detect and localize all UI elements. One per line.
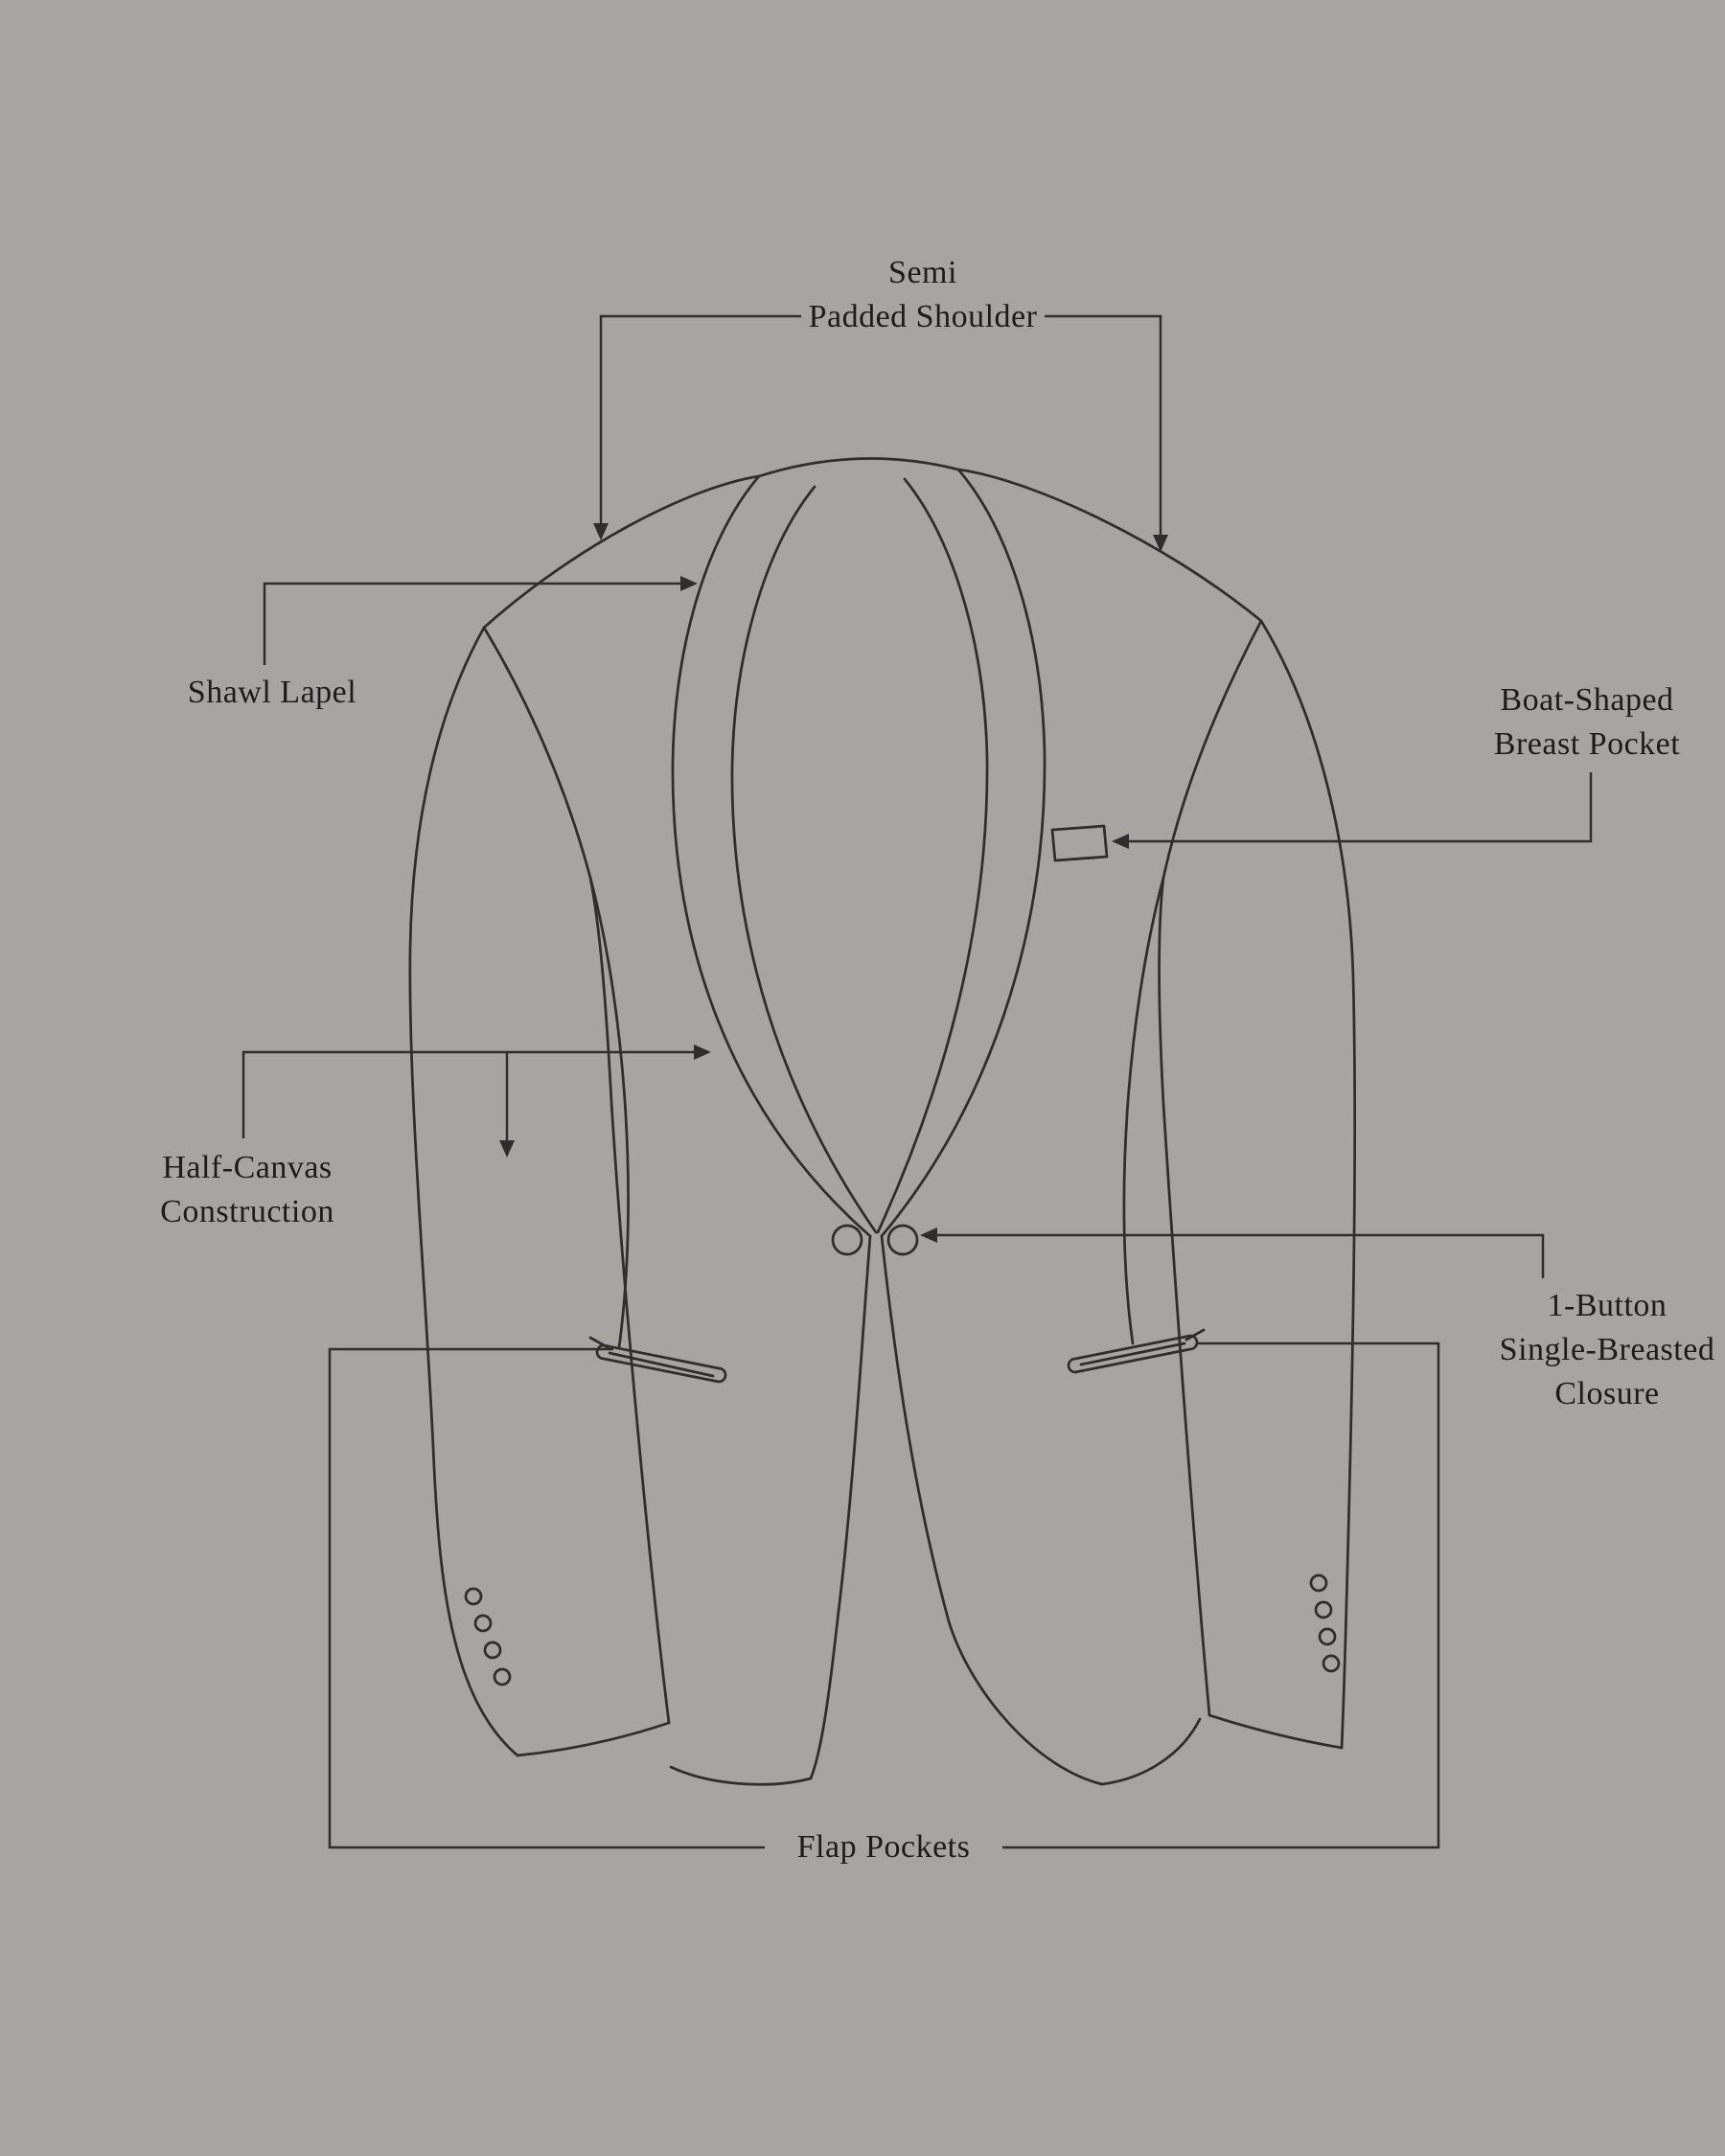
left-flap-pocket bbox=[588, 1336, 727, 1384]
front-button bbox=[831, 1224, 863, 1256]
left-shoulder-seam bbox=[482, 474, 761, 630]
label-half-canvas-construction: Half-Canvas Construction bbox=[160, 1146, 334, 1234]
right-flap-pocket bbox=[1067, 1328, 1206, 1374]
closure-leader bbox=[937, 1233, 1545, 1278]
breast-pocket bbox=[1050, 824, 1109, 862]
left-hem bbox=[669, 1765, 813, 1786]
annotation-shoulder bbox=[593, 314, 1168, 552]
label-semi-padded-shoulder: Semi Padded Shoulder bbox=[809, 251, 1038, 339]
label-line: Boat-Shaped bbox=[1500, 682, 1674, 718]
right-side-seam bbox=[1122, 876, 1165, 1345]
right-sleeve-outer-seam bbox=[1259, 619, 1357, 1750]
left-front-edge bbox=[809, 1234, 872, 1780]
annotation-flap-pockets bbox=[328, 1342, 1440, 1849]
label-line: Single-Breasted bbox=[1499, 1332, 1715, 1367]
back-collar bbox=[757, 457, 960, 478]
jacket-illustration bbox=[408, 457, 1357, 1786]
left-sleeve-buttons bbox=[464, 1587, 512, 1686]
left-lapel-roll-line bbox=[730, 485, 878, 1234]
label-boat-shaped-breast-pocket: Boat-Shaped Breast Pocket bbox=[1494, 678, 1680, 767]
label-one-button-closure: 1-Button Single-Breasted Closure bbox=[1500, 1284, 1715, 1416]
annotation-closure bbox=[920, 1227, 1545, 1278]
annotation-shawl-lapel bbox=[263, 576, 698, 665]
label-shawl-lapel: Shawl Lapel bbox=[188, 671, 356, 715]
arrowhead-down-icon bbox=[1153, 535, 1168, 552]
annotation-breast-pocket bbox=[1112, 772, 1593, 849]
right-armhole bbox=[1162, 619, 1263, 880]
label-line: Padded Shoulder bbox=[808, 299, 1038, 334]
right-lapel-roll-line bbox=[876, 477, 989, 1234]
right-sleeve-buttons bbox=[1309, 1573, 1341, 1673]
front-button-closure bbox=[831, 1224, 919, 1256]
shoulder-leader-right bbox=[1045, 314, 1162, 535]
right-sleeve-inner-seam bbox=[1158, 876, 1211, 1717]
lapel-leader bbox=[263, 582, 680, 665]
right-lapel-outer-edge bbox=[880, 468, 1046, 1238]
right-front-edge bbox=[880, 1234, 1104, 1786]
left-sleeve-outer-seam bbox=[408, 626, 519, 1757]
label-line: Construction bbox=[160, 1194, 334, 1229]
flap-pocket-bracket-left bbox=[328, 1347, 765, 1849]
left-lapel-outer-edge bbox=[671, 474, 872, 1238]
arrowhead-right-icon bbox=[694, 1044, 711, 1060]
arrowhead-left-icon bbox=[920, 1227, 937, 1243]
label-line: Flap Pockets bbox=[796, 1829, 971, 1865]
left-side-seam bbox=[588, 876, 630, 1349]
shoulder-leader-left bbox=[599, 314, 801, 523]
arrowhead-left-icon bbox=[1112, 834, 1129, 849]
label-flap-pockets: Flap Pockets bbox=[797, 1825, 971, 1869]
arrowhead-right-icon bbox=[680, 576, 698, 591]
label-line: Closure bbox=[1554, 1376, 1660, 1411]
front-buttonhole bbox=[886, 1224, 919, 1256]
flap-pocket-bracket-right bbox=[1002, 1342, 1440, 1849]
right-shoulder-seam bbox=[956, 468, 1263, 623]
label-line: 1-Button bbox=[1547, 1288, 1668, 1323]
left-sleeve-inner-seam bbox=[588, 876, 671, 1725]
label-line: Half-Canvas bbox=[162, 1150, 333, 1185]
arrowhead-down-icon bbox=[593, 523, 609, 540]
left-cuff bbox=[516, 1721, 671, 1757]
label-line: Shawl Lapel bbox=[187, 675, 357, 710]
right-cuff bbox=[1208, 1713, 1344, 1750]
annotation-half-canvas bbox=[242, 1044, 711, 1158]
arrowhead-down-icon bbox=[499, 1140, 515, 1158]
canvas-leader bbox=[242, 1050, 694, 1138]
breast-pocket-leader bbox=[1129, 772, 1593, 843]
label-line: Breast Pocket bbox=[1493, 726, 1681, 762]
label-line: Semi bbox=[888, 255, 957, 290]
right-hem bbox=[1100, 1717, 1202, 1786]
left-armhole bbox=[482, 626, 592, 880]
